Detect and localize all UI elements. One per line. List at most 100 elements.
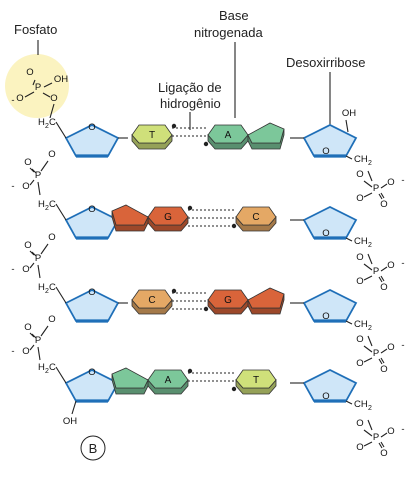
left-sugar-3 (64, 368, 120, 403)
right-phos-1-O-neg: O (387, 177, 394, 188)
top-phos-b4 (42, 92, 51, 98)
right-phos-3-b3 (363, 357, 373, 363)
base-right-2-G-ring2 (247, 287, 285, 309)
panel-badge (80, 435, 106, 461)
label-base-line2: nitrogenada (194, 25, 263, 40)
left-phos-2-b-link (40, 243, 49, 255)
base-left-2-C: C (131, 289, 173, 315)
left-phos-1-b-top (29, 167, 35, 173)
left-phos-2-b-top2 (31, 251, 37, 257)
base-right-3-T-letter: T (253, 375, 259, 386)
h2c-left-H-2: H (38, 282, 45, 293)
right-phos-3-b2 (380, 348, 388, 354)
ch2-right-CH-3: CH (354, 399, 368, 410)
top-phos-O-neg: O (16, 93, 23, 104)
right-phos-2-b-up (367, 253, 373, 265)
right-phos-3-O-link: O (356, 334, 363, 345)
left-phos-2-neg: - (11, 264, 14, 275)
left-phos-2-b-down (37, 264, 41, 279)
right-phos-2-b1 (363, 263, 373, 271)
right-phos-1-b-up (367, 170, 373, 182)
left-sugar-2-ring (64, 288, 120, 322)
base-right-1-C-letter: C (252, 212, 259, 223)
h2c-left-C-1: C (49, 199, 56, 210)
right-phos-4-O-left: O (356, 442, 363, 453)
dot-left-1 (187, 205, 193, 211)
left-phos-2-O-link: O (48, 232, 55, 243)
dot-right-2 (203, 306, 209, 312)
right-sugar-2-O: O (322, 311, 329, 322)
right-phos-2-O-left: O (356, 276, 363, 287)
dot-right-1 (231, 223, 237, 229)
dot-left-0 (171, 123, 177, 129)
h2c-left-H-0: H (38, 117, 45, 128)
base-left-0-T: T (131, 124, 173, 150)
left-phos-1-neg: - (11, 181, 14, 192)
base-right-3-T-top (235, 369, 277, 389)
left-phos-3-b-top (29, 332, 35, 338)
right-phos-4-b-up (367, 419, 373, 431)
label-ligacao-line2: hidrogênio (160, 96, 221, 111)
top-phos-b3 (24, 91, 35, 98)
base-right-0-A: A (207, 122, 285, 150)
base-left-3-A-top (147, 369, 189, 389)
base-left-3-A-ring2 (111, 367, 149, 389)
left-sugar-1 (64, 205, 120, 240)
top-right-OH-bond (345, 119, 349, 133)
ch2-right-bond-2 (345, 320, 353, 325)
right-phos-4-b4b (380, 441, 385, 448)
left-phos-1-O-link: O (48, 149, 55, 160)
right-phos-4-O-link: O (356, 418, 363, 429)
left-phos-1-b-top2 (31, 168, 37, 174)
right-sugar-3 (302, 368, 358, 403)
top-phos-O-top: O (26, 67, 33, 78)
right-phos-2-O-bot: O (380, 282, 387, 293)
base-right-0-A-ring2 (247, 122, 285, 144)
right-phos-4-O-neg: O (387, 426, 394, 437)
h2c-left-sub-0: 2 (45, 123, 49, 130)
right-sugar-0 (302, 123, 358, 158)
base-left-1-G-ring2 (111, 204, 149, 226)
right-phos-3-b4b (380, 357, 385, 364)
right-phos-4-b1 (363, 429, 373, 437)
base-left-0-T-top (131, 124, 173, 144)
right-phos-1-b1 (363, 180, 373, 188)
right-phos-3-P: P (373, 348, 379, 359)
top-phos-O-link: O (50, 93, 57, 104)
base-right-2-G: G (207, 287, 285, 315)
panel-label: B (89, 441, 98, 456)
right-phos-1-b2 (380, 183, 388, 189)
right-phos-2-b4 (378, 276, 383, 283)
top-phos-b5 (49, 103, 55, 119)
phosphate-highlight (5, 54, 69, 118)
left-phos-2-O-top: O (24, 240, 31, 251)
left-phos-3-O-top: O (24, 322, 31, 333)
ch2-right-CH-2: CH (354, 319, 368, 330)
right-phos-4-neg: - (401, 424, 404, 435)
right-phos-3-O-neg: O (387, 342, 394, 353)
right-phos-3-b-up (367, 335, 373, 347)
left-sugar-1-ring (64, 205, 120, 239)
top-phos-neg: - (11, 95, 14, 106)
left-phos-2-b-top (29, 250, 35, 256)
top-phos-P: P (35, 82, 41, 93)
left-phos-3-neg: - (11, 346, 14, 357)
right-phos-2-O-link: O (356, 252, 363, 263)
left-phos-1-O-top: O (24, 157, 31, 168)
left-phos-1-b-link (40, 160, 49, 172)
right-phos-1-O-left: O (356, 193, 363, 204)
left-sugar-0-O: O (88, 122, 95, 133)
right-phos-3-O-bot: O (380, 364, 387, 375)
right-phos-2-b4b (380, 275, 385, 282)
base-left-3-A: A (111, 367, 189, 395)
right-phos-3-b4 (378, 358, 383, 365)
right-phos-1-b3 (363, 192, 373, 198)
left-phos-3-b-link (40, 325, 49, 337)
right-sugar-1-O: O (322, 228, 329, 239)
right-phos-1-P: P (373, 183, 379, 194)
h2c-left-C-3: C (49, 362, 56, 373)
dot-left-2 (171, 288, 177, 294)
